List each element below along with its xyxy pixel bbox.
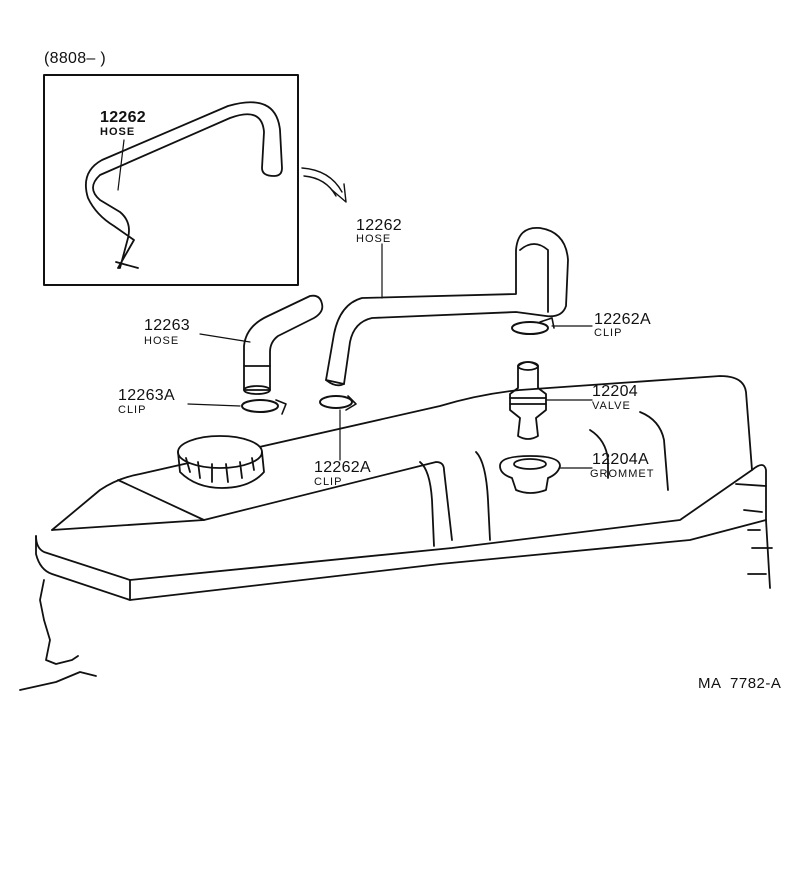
callout-clip-12263A-name: CLIP <box>118 404 147 416</box>
callout-clip-12262A-upper-name: CLIP <box>594 327 623 339</box>
inset-date-code: (8808– ) <box>44 50 106 67</box>
callout-hose-12262-number: 12262 <box>356 217 402 234</box>
clip-12262A-lower <box>319 395 357 411</box>
inset-part-number: 12262 <box>100 109 146 126</box>
inset-hose-12262 <box>84 101 283 269</box>
inset-leader <box>117 139 125 191</box>
head-cover <box>19 375 773 691</box>
callout-grommet-12204A-name: GROMMET <box>590 468 655 480</box>
leader-hose-12263 <box>199 333 251 343</box>
callout-hose-12263-name: HOSE <box>144 335 180 347</box>
inset-box <box>43 74 299 286</box>
callout-clip-12262A-upper-number: 12262A <box>594 311 651 328</box>
inset-arrow <box>301 167 347 203</box>
callout-grommet-12204A-number: 12204A <box>592 451 649 468</box>
hose-12263 <box>243 294 324 395</box>
callout-valve-12204-number: 12204 <box>592 383 638 400</box>
grommet-12204A <box>499 455 561 494</box>
callout-hose-12263-number: 12263 <box>144 317 190 334</box>
callout-valve-12204-name: VALVE <box>592 400 631 412</box>
callout-clip-12262A-lower-number: 12262A <box>314 459 371 476</box>
oil-filler-cap <box>177 435 265 489</box>
valve-12204 <box>509 361 547 440</box>
callout-hose-12262-name: HOSE <box>356 233 392 245</box>
leader-clip-12263A <box>187 403 241 407</box>
inset-part-name: HOSE <box>100 126 136 138</box>
callout-clip-12263A-number: 12263A <box>118 387 175 404</box>
figure-reference: MA 7782-A <box>698 675 782 692</box>
clip-12263A <box>241 399 287 415</box>
clip-12262A-upper <box>511 317 555 335</box>
main-hose-12262 <box>325 227 569 387</box>
callout-clip-12262A-lower-name: CLIP <box>314 476 343 488</box>
